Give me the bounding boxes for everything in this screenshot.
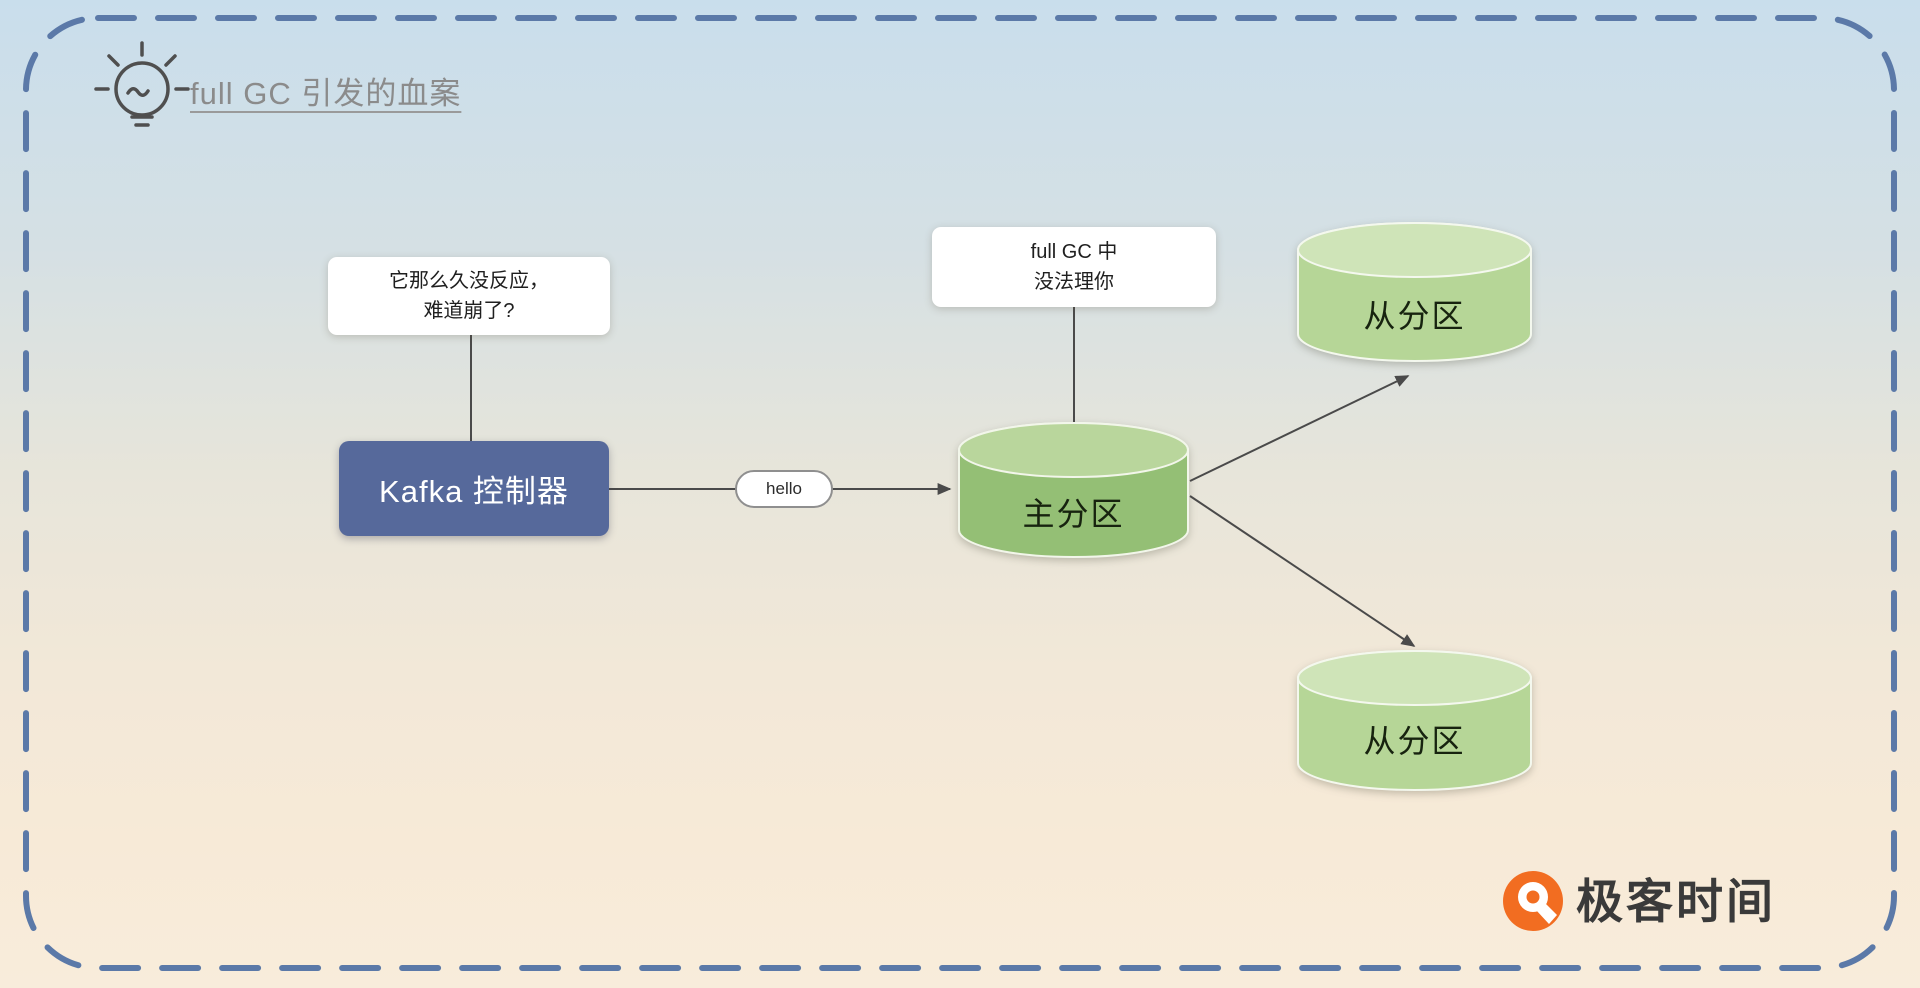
follower-partition-top-label: 从分区 <box>1363 298 1466 334</box>
leader-cylinder <box>958 422 1189 558</box>
kafka-controller-label: Kafka 控制器 <box>379 474 569 509</box>
leader-partition-label: 主分区 <box>1022 496 1125 532</box>
brand-name: 极客时间 <box>1576 875 1776 928</box>
callout-gc-line1: full GC 中 <box>1030 241 1118 263</box>
callout-controller-line1: 它那么久没反应， <box>389 270 549 292</box>
hello-message-pill: hello <box>735 470 833 508</box>
follower-cylinder-top <box>1297 222 1532 362</box>
hello-message-label: hello <box>766 479 802 498</box>
arrow-leader-to-follower-top <box>1189 375 1410 482</box>
geektime-logo-icon <box>1503 871 1563 931</box>
lightbulb-icon <box>94 41 190 127</box>
arrow-leader-to-follower-bottom <box>1189 495 1416 647</box>
follower-partition-bottom-label: 从分区 <box>1363 723 1466 759</box>
follower-cylinder-bottom <box>1297 650 1532 791</box>
callout-controller-line2: 难道崩了? <box>423 300 515 322</box>
callout-controller: 它那么久没反应， 难道崩了? <box>328 257 610 335</box>
dashed-border <box>23 15 1897 971</box>
page-title: full GC 引发的血案 <box>190 76 462 111</box>
callout-gc-line2: 没法理你 <box>1034 271 1114 293</box>
callout-gc: full GC 中 没法理你 <box>932 227 1216 307</box>
kafka-controller-node: Kafka 控制器 <box>339 441 609 536</box>
